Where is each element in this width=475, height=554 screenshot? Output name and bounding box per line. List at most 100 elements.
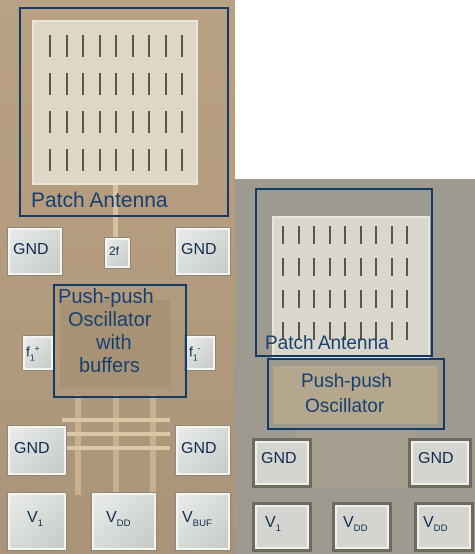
antenna-slot: [164, 149, 167, 171]
antenna-slot: [164, 73, 167, 95]
pad-2f-output: [105, 238, 130, 268]
antenna-slot: [131, 73, 134, 95]
antenna-slot: [131, 111, 134, 133]
antenna-slot: [390, 322, 393, 340]
right-pad-vdd-2: [417, 505, 471, 549]
antenna-slot: [282, 226, 284, 244]
right-label-gnd-left: GND: [261, 450, 297, 467]
antenna-slot: [375, 322, 377, 340]
antenna-slot: [82, 35, 84, 57]
cross-bus-3: [62, 446, 170, 450]
label-2f-output: 2f: [109, 244, 120, 258]
label-v1: V1: [27, 509, 44, 530]
right-pad-gnd-left: [255, 441, 309, 485]
antenna-slot: [406, 290, 408, 308]
right-oscillator-outline: [267, 358, 445, 430]
right-label-vdd-1: VDD: [343, 514, 368, 535]
pad-gnd-bottom-left: [8, 426, 66, 475]
antenna-slot: [313, 290, 315, 308]
right-label-gnd-right: GND: [418, 450, 454, 467]
antenna-slot: [297, 226, 300, 244]
antenna-slot: [115, 73, 117, 95]
label-gnd-top-right: GND: [181, 241, 217, 258]
antenna-slot: [328, 226, 331, 244]
antenna-slot: [282, 290, 284, 308]
antenna-slot: [406, 226, 408, 244]
left-oscillator-label-line1: Push-push: [58, 286, 154, 308]
pad-f1-plus: [23, 336, 53, 370]
antenna-slot: [115, 35, 117, 57]
antenna-slot: [375, 290, 377, 308]
antenna-slot: [328, 258, 331, 276]
label-gnd-bottom-right: GND: [181, 440, 217, 457]
antenna-slot: [131, 35, 134, 57]
pad-gnd-bottom-right: [176, 426, 230, 475]
antenna-slot: [181, 111, 183, 133]
antenna-slot: [164, 35, 167, 57]
right-oscillator-label-line1: Push-push: [301, 371, 392, 392]
right-oscillator-label-line2: Oscillator: [305, 396, 385, 417]
right-oscillator-circuit: [273, 366, 437, 424]
antenna-slot: [359, 258, 362, 276]
antenna-slot: [390, 226, 393, 244]
cross-bus-1: [62, 418, 170, 422]
label-gnd-top-left: GND: [13, 241, 49, 258]
antenna-slot: [359, 226, 362, 244]
antenna-slot: [359, 290, 362, 308]
label-f1-minus: f1-: [189, 343, 201, 363]
antenna-slot: [406, 258, 408, 276]
antenna-slot: [390, 290, 393, 308]
right-routing: [295, 429, 415, 489]
left-oscillator-label-line3: with: [96, 332, 132, 354]
right-chip-micrograph: [235, 179, 475, 554]
antenna-slot: [82, 149, 84, 171]
left-patch-antenna-metal: [32, 20, 198, 185]
antenna-slot: [328, 290, 331, 308]
label-gnd-bottom-left: GND: [14, 440, 50, 457]
antenna-slot: [148, 111, 150, 133]
antenna-slot: [65, 73, 68, 95]
antenna-slot: [181, 73, 183, 95]
left-oscillator-label-line4: buffers: [79, 355, 140, 377]
antenna-slot: [65, 149, 68, 171]
antenna-slot: [406, 322, 408, 340]
antenna-slot: [344, 226, 346, 244]
left-antenna-label: Patch Antenna: [31, 189, 168, 212]
label-f1-plus: f1+: [26, 343, 40, 363]
antenna-slot: [297, 322, 300, 340]
antenna-slot: [344, 258, 346, 276]
antenna-slot: [313, 258, 315, 276]
antenna-slot: [98, 149, 101, 171]
antenna-slot: [328, 322, 331, 340]
antenna-slot: [148, 73, 150, 95]
pad-gnd-top-left: [8, 228, 62, 275]
antenna-slot: [297, 258, 300, 276]
antenna-slot: [49, 111, 51, 133]
antenna-slot: [344, 290, 346, 308]
antenna-slot: [65, 111, 68, 133]
cross-bus-2: [62, 432, 170, 436]
pad-vdd: [92, 493, 156, 550]
antenna-slot: [115, 111, 117, 133]
label-vbuf: VBUF: [182, 509, 212, 530]
pad-v1: [8, 493, 66, 550]
right-pad-gnd-right: [411, 441, 469, 485]
antenna-slot: [375, 258, 377, 276]
antenna-slot: [49, 149, 51, 171]
antenna-slot: [49, 35, 51, 57]
left-oscillator-label-line2: Oscillator: [68, 309, 152, 331]
antenna-slot: [82, 73, 84, 95]
left-chip-micrograph: [0, 0, 235, 554]
oscillator-core-area: [60, 300, 170, 388]
pad-vbuf: [176, 493, 230, 550]
right-patch-antenna-metal: [272, 216, 430, 358]
left-oscillator-outline: [53, 284, 187, 398]
antenna-slot: [344, 322, 346, 340]
antenna-slot: [148, 149, 150, 171]
antenna-slot: [148, 35, 150, 57]
antenna-feed-line: [113, 185, 118, 240]
right-pad-v1: [255, 505, 309, 549]
antenna-slot: [375, 226, 377, 244]
antenna-slot: [98, 111, 101, 133]
antenna-slot: [282, 322, 284, 340]
